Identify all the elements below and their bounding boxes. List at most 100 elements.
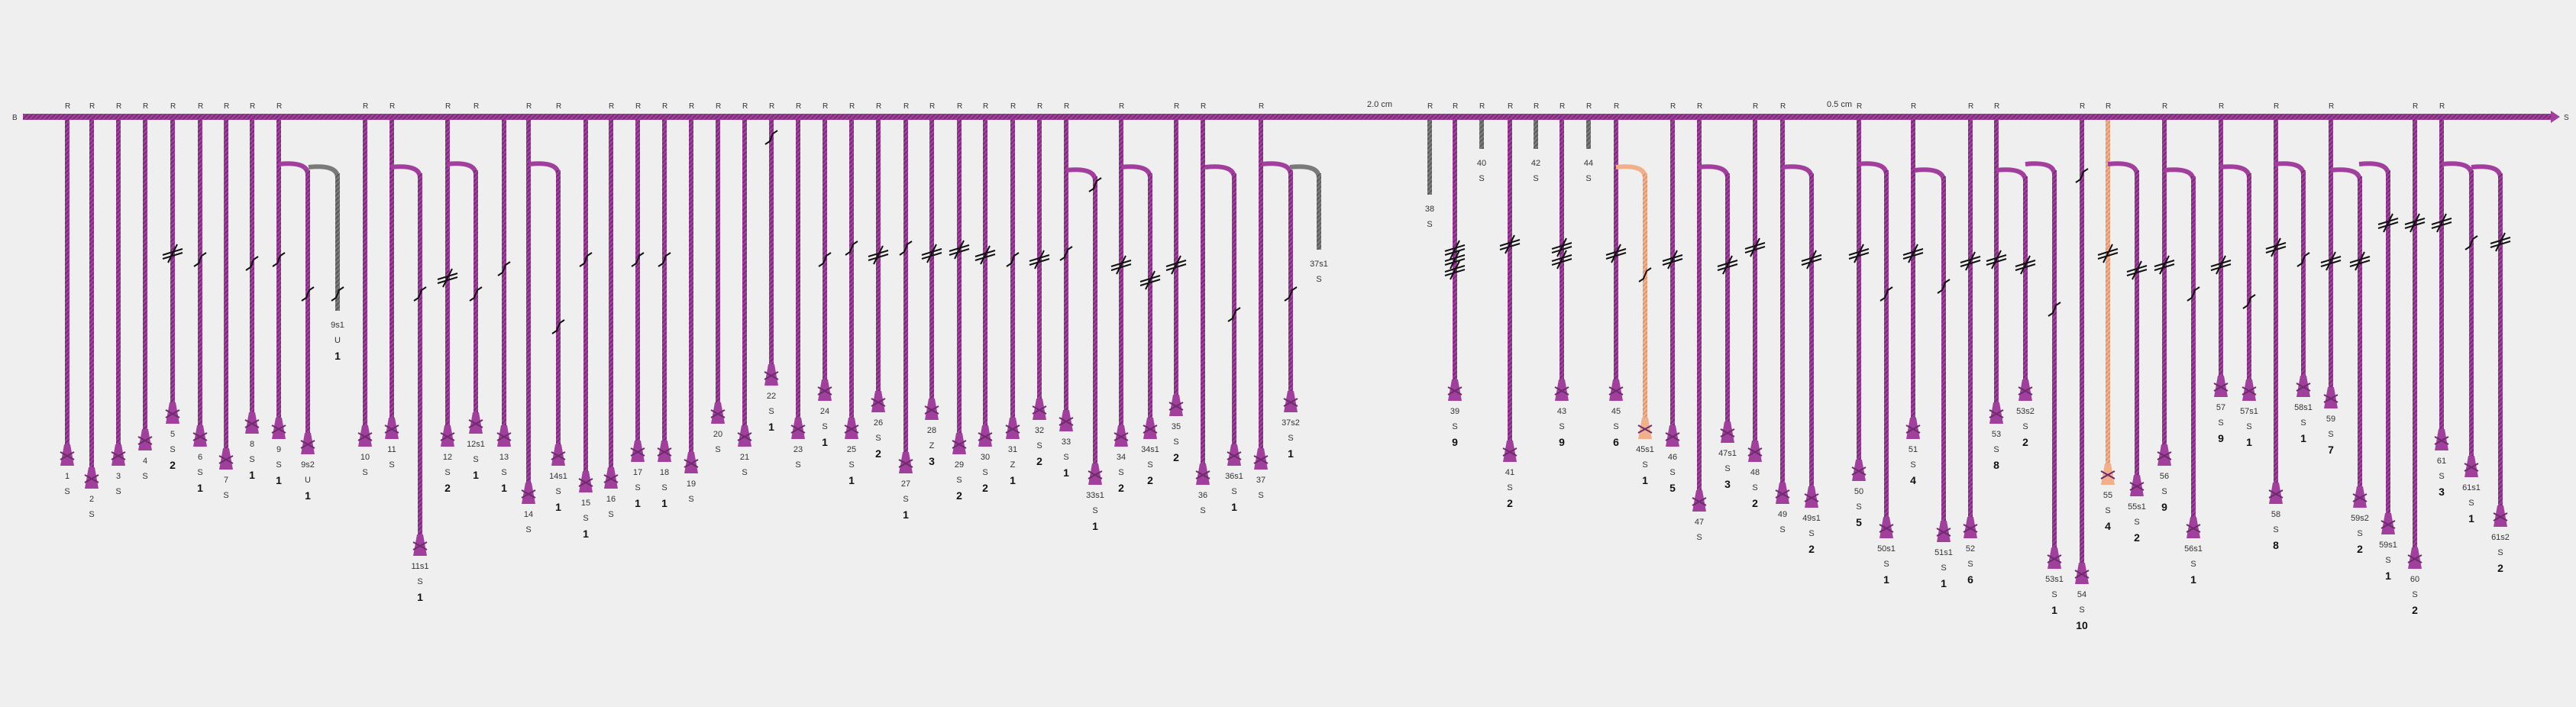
pendant-ply-47: S bbox=[1696, 533, 1702, 542]
pendant-count-49s1: 2 bbox=[1808, 543, 1815, 555]
pendant-id-15: 15 bbox=[581, 499, 590, 508]
pendant-ply-25: S bbox=[848, 460, 854, 470]
cord-strand-30 bbox=[983, 120, 987, 425]
pendant-count-57: 9 bbox=[2218, 432, 2224, 444]
pendant-count-26: 2 bbox=[875, 447, 881, 460]
cord-strand-14s1 bbox=[556, 170, 561, 444]
pendant-count-13: 1 bbox=[501, 482, 507, 494]
cord-strand-57 bbox=[2219, 120, 2223, 376]
pendant-cord-6: 6S1 bbox=[192, 120, 208, 494]
pendant-id-59s2: 59s2 bbox=[2351, 514, 2369, 523]
tassel-weave-61s2 bbox=[2493, 512, 2508, 521]
pendant-id-37s1: 37s1 bbox=[1310, 260, 1328, 269]
attachment-mark-56: R bbox=[2219, 102, 2224, 111]
knot-51s1-0 bbox=[1937, 279, 1951, 294]
knot-58-0 bbox=[2265, 237, 2287, 257]
cord-strand-37s1 bbox=[1317, 173, 1321, 250]
attachment-mark-10: R bbox=[389, 102, 395, 111]
knot-32-0 bbox=[1029, 250, 1050, 270]
knot-30-0 bbox=[974, 245, 996, 265]
cord-strand-51 bbox=[1911, 120, 1915, 418]
pendant-cord-20: 20S bbox=[710, 120, 726, 454]
pendant-ply-49s1: S bbox=[1808, 529, 1814, 538]
pendant-id-13: 13 bbox=[499, 453, 509, 462]
knot-37s2-0 bbox=[1284, 286, 1298, 302]
pendant-id-34s1: 34s1 bbox=[1141, 445, 1159, 454]
knot-8-0 bbox=[245, 256, 259, 271]
subsidiary-hook-47s1 bbox=[1698, 164, 1730, 179]
knot-53s2-0 bbox=[2015, 255, 2036, 275]
pendant-count-59: 7 bbox=[2328, 444, 2334, 456]
knot-22-0 bbox=[764, 130, 778, 145]
pendant-id-9s2: 9s2 bbox=[301, 460, 315, 470]
pendant-ply-57: S bbox=[2218, 418, 2223, 428]
tassel-weave-46 bbox=[1665, 432, 1680, 441]
pendant-ply-34s1: S bbox=[1147, 460, 1152, 470]
knot-53s1-0 bbox=[2048, 302, 2061, 317]
knot-43-1 bbox=[1551, 250, 1572, 270]
pendant-id-17: 17 bbox=[633, 468, 642, 477]
tassel-weave-57s1 bbox=[2241, 386, 2257, 395]
pendant-count-58: 8 bbox=[2273, 539, 2279, 551]
pendant-ply-30: S bbox=[982, 468, 987, 477]
tassel-weave-16 bbox=[603, 474, 619, 483]
pendant-ply-16: S bbox=[608, 510, 613, 519]
pendant-count-56: 9 bbox=[2161, 501, 2167, 513]
pendant-count-9: 1 bbox=[276, 474, 282, 486]
attachment-mark-52: R bbox=[1994, 102, 1999, 111]
pendant-ply-14: S bbox=[525, 525, 531, 534]
tassel-weave-5 bbox=[165, 409, 180, 418]
attachment-mark-59: R bbox=[2413, 102, 2418, 111]
pendant-ply-51: S bbox=[1910, 460, 1915, 470]
pendant-count-53: 8 bbox=[1993, 459, 1999, 471]
pendant-id-9s1: 9s1 bbox=[331, 321, 344, 330]
pendant-count-39: 9 bbox=[1452, 436, 1458, 448]
attachment-mark-11: R bbox=[445, 102, 451, 111]
attachment-mark-34: R bbox=[1174, 102, 1179, 111]
pendant-id-40: 40 bbox=[1477, 159, 1486, 168]
pendant-cord-19: 19S bbox=[684, 120, 699, 504]
knot-15-0 bbox=[579, 252, 593, 267]
pendant-ply-20: S bbox=[715, 445, 720, 454]
attachment-mark-39: R bbox=[1479, 102, 1485, 111]
cord-strand-33s1 bbox=[1093, 176, 1097, 463]
pendant-count-59s2: 2 bbox=[2357, 543, 2363, 555]
cord-strand-53s1 bbox=[2052, 170, 2057, 547]
pendant-cord-40: 40S bbox=[1477, 120, 1486, 183]
pendant-ply-39: S bbox=[1452, 422, 1457, 431]
pendant-ply-53s1: S bbox=[2051, 590, 2057, 599]
attachment-mark-51: R bbox=[1968, 102, 1973, 111]
pendant-id-10: 10 bbox=[360, 453, 370, 462]
cord-strand-9 bbox=[276, 120, 281, 418]
cord-strand-61s1 bbox=[2469, 170, 2474, 456]
tassel-weave-18 bbox=[657, 447, 672, 457]
tassel-weave-50s1 bbox=[1879, 524, 1894, 533]
tassel-weave-45 bbox=[1608, 386, 1624, 395]
pendant-count-30: 2 bbox=[982, 482, 988, 494]
tassel-weave-53 bbox=[1989, 409, 2004, 418]
knot-55s1-0 bbox=[2126, 260, 2148, 280]
cord-strand-24 bbox=[823, 120, 827, 379]
knot-61s1-0 bbox=[2464, 235, 2478, 250]
cord-strand-1 bbox=[65, 120, 69, 444]
tassel-weave-51 bbox=[1905, 425, 1921, 434]
tassel-weave-11 bbox=[384, 425, 399, 434]
pendant-id-45s1: 45s1 bbox=[1636, 445, 1654, 454]
pendant-ply-9s2: U bbox=[305, 476, 311, 485]
knot-9s2-0 bbox=[301, 286, 315, 302]
pendant-count-9s1: 1 bbox=[335, 350, 341, 362]
pendant-ply-33: S bbox=[1063, 453, 1068, 462]
pendant-cord-21: 21S bbox=[737, 120, 752, 477]
pendant-cord-47: 47S bbox=[1692, 120, 1707, 542]
